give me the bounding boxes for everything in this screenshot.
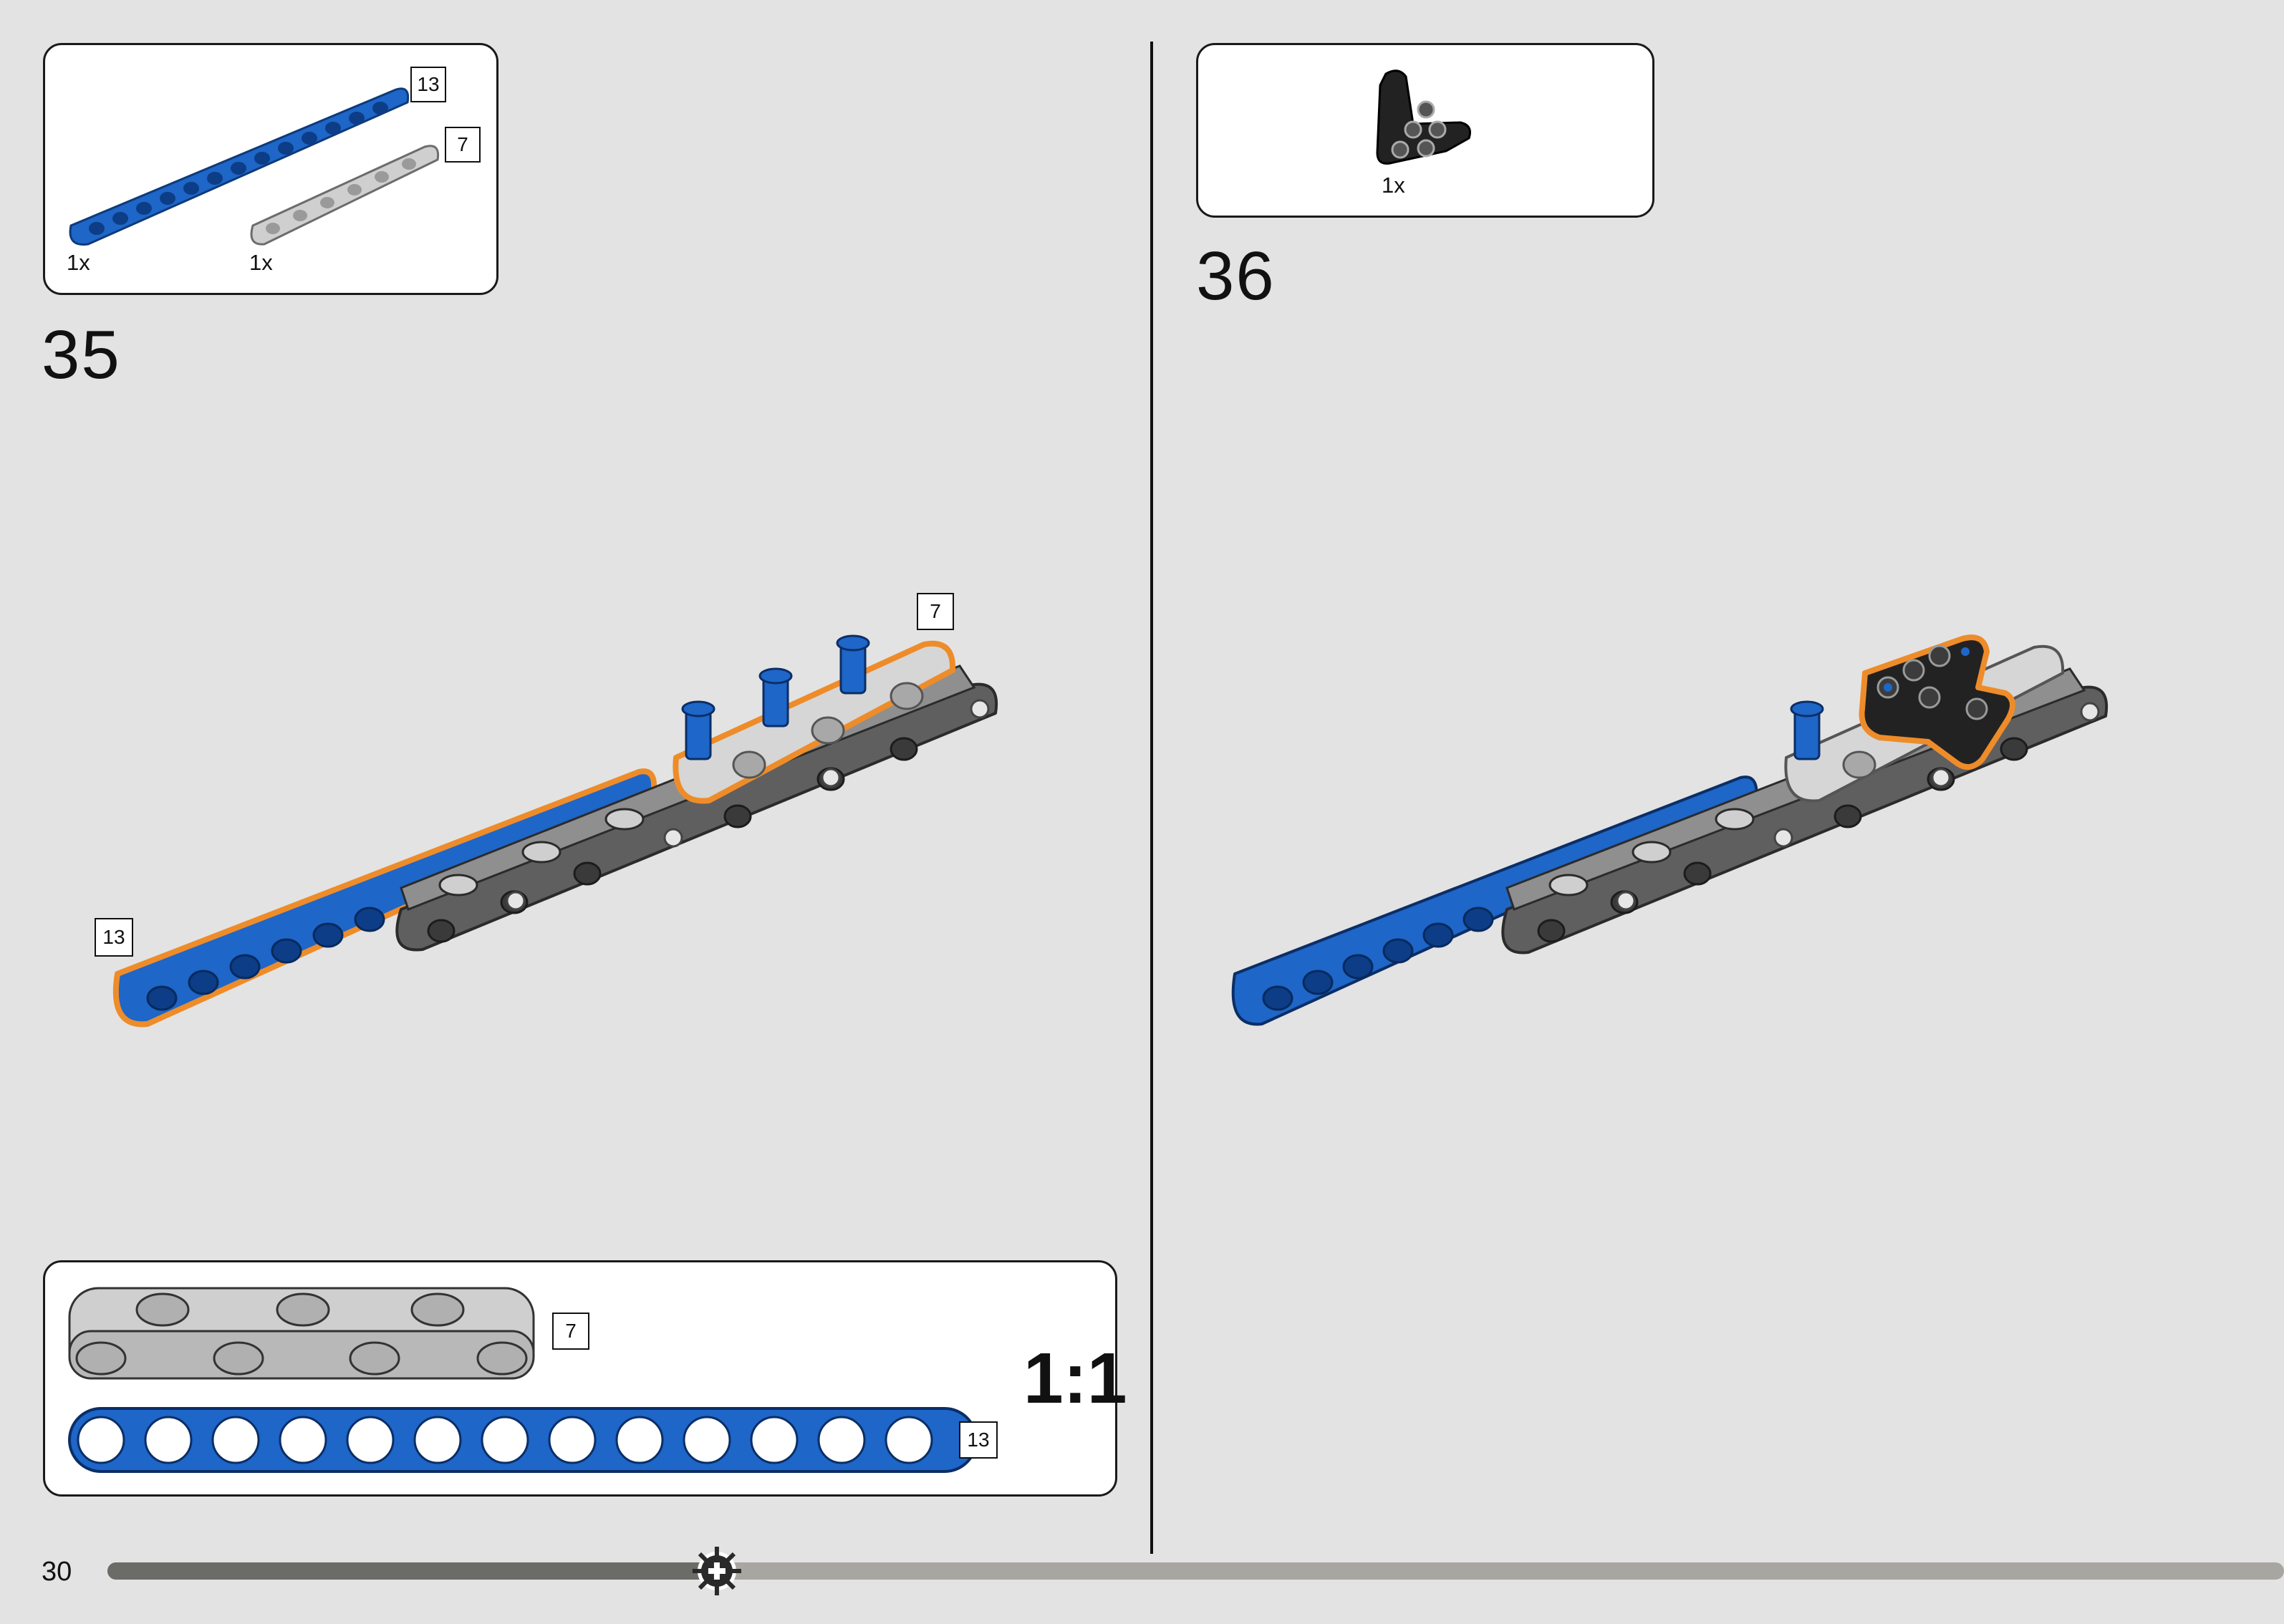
page-number: 30 bbox=[42, 1557, 72, 1587]
step-number-35: 35 bbox=[42, 316, 121, 393]
blue-beam-13-scale-icon bbox=[68, 1407, 978, 1473]
length-badge-13: 13 bbox=[410, 67, 446, 102]
parts-callout-step-36: 1x bbox=[1196, 43, 1654, 218]
step-number-36: 36 bbox=[1196, 238, 1276, 314]
step-35-assembly-illustration bbox=[112, 634, 998, 1028]
page-divider bbox=[1150, 42, 1153, 1554]
scale-length-badge-7: 7 bbox=[552, 1313, 589, 1350]
grey-beam-7-icon bbox=[250, 145, 440, 246]
blue-beam-13-icon bbox=[69, 87, 410, 246]
parts-callout-step-35: 13 7 1x 1x bbox=[43, 43, 498, 295]
qty-label-t-beam: 1x bbox=[1382, 173, 1405, 198]
step-36-assembly-illustration bbox=[1231, 634, 2109, 1026]
qty-label-grey-beam: 1x bbox=[249, 250, 273, 275]
assembly-length-badge-7: 7 bbox=[917, 593, 954, 630]
qty-label-blue-beam: 1x bbox=[67, 250, 90, 275]
black-t-beam-icon bbox=[1376, 69, 1471, 165]
scale-callout: 7 13 1:1 bbox=[43, 1260, 1127, 1497]
grey-beam-7-scale-icon bbox=[68, 1287, 535, 1380]
scale-length-badge-13: 13 bbox=[959, 1421, 998, 1459]
length-badge-7: 7 bbox=[445, 127, 481, 163]
assembly-length-badge-13: 13 bbox=[95, 918, 133, 957]
scale-label: 1:1 bbox=[1023, 1338, 1127, 1418]
